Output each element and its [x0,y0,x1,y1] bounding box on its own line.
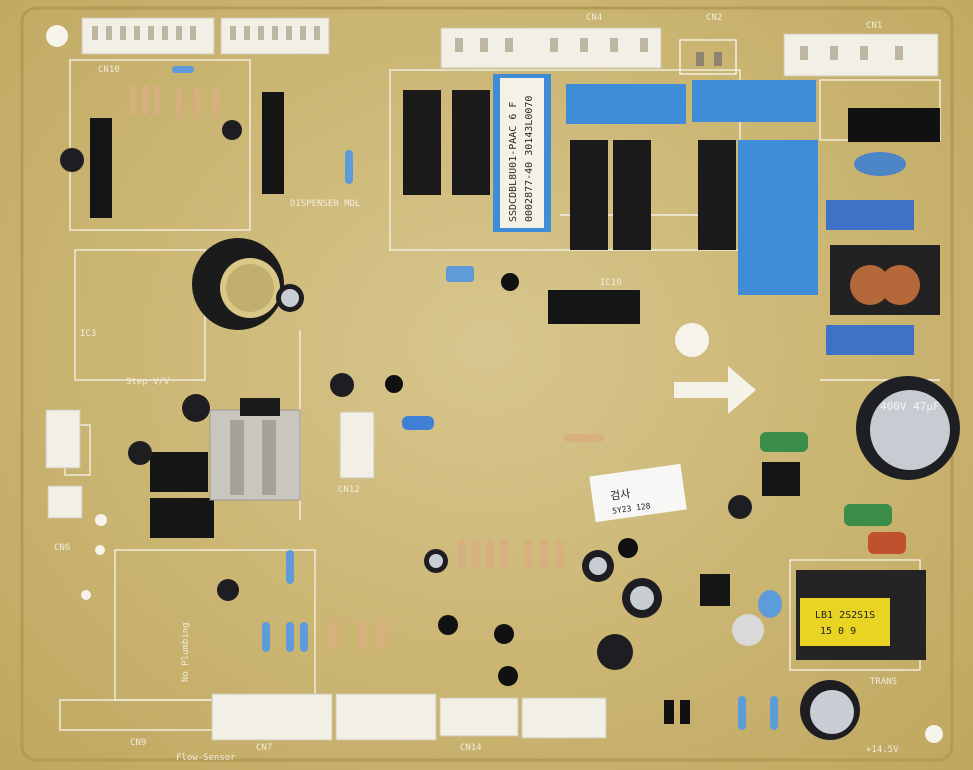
label-cn12: CN12 [338,485,360,495]
connector-cn8 [335,693,437,741]
connector-cn4 [440,27,662,69]
choke-coil [850,265,890,305]
label-cn14: CN14 [460,743,482,753]
relay-sticker-line2: 0002877-40 30143L0070 [524,96,535,222]
mounting-hole [925,725,943,743]
inspection-sticker: 검사 5Y23 128 [589,463,687,523]
transformer-label-1: LB1 2S2S1S [815,610,875,621]
mounting-hole [95,545,105,555]
transistors [385,273,690,724]
board-edge [20,6,954,762]
connector-cn12 [339,411,375,479]
mounting-hole [81,590,91,600]
relay-black-row [403,90,736,250]
heatsink [209,398,301,501]
regulator-left [262,92,284,194]
ic10-label: IC10 [600,278,622,288]
buzzer [192,238,284,330]
regulator-left [90,118,112,218]
ic-small [700,574,730,606]
label-flow-sensor: Flow-Sensor [176,753,236,763]
label-cn10: CN10 [98,65,120,75]
transformer: LB1 2S2S1S 15 0 9 [796,570,926,660]
fuse-holder [848,108,940,142]
relay-sticker: SSDCDBL8U01-PAAC 6 F 0002877-40 30143L00… [500,78,544,228]
bulk-capacitor: 400V 47μF [856,376,960,480]
choke-coil [880,265,920,305]
sticker-text-1: 검사 [609,487,631,503]
connector-top-2 [220,17,330,55]
label-cn2: CN2 [706,13,722,23]
ic10-chip: IC10 [548,278,640,324]
connector-cn10 [81,17,215,55]
connector-cn13 [521,697,607,739]
label-cn6: CN6 [54,543,70,553]
connector-cn7 [211,693,333,741]
label-ic3: IC3 [80,329,96,339]
relay-sticker-line1: SSDCDBL8U01-PAAC 6 F [508,102,519,222]
connector-cn2 [679,39,737,75]
mounting-hole [46,25,68,47]
capacitor-label: 400V 47μF [880,400,940,413]
label-step-vv: Step V/V [126,377,170,387]
direction-arrow [674,366,756,414]
label-dispenser: DISPENSER MDL [290,199,360,209]
label-trans: TRANS [870,677,897,687]
connector-cn1 [783,33,939,77]
label-cn4: CN4 [586,13,602,23]
label-no-plumbing: No Plumbing [181,622,191,682]
mounting-hole [95,514,107,526]
ic-small [762,462,800,496]
label-14v5: +14.5V [866,745,899,755]
resistors [130,66,906,730]
label-cn1: CN1 [866,21,882,31]
connector-cn6 [47,485,83,519]
label-cn7: CN7 [256,743,272,753]
connector-cn14 [439,697,519,737]
electrolytic-caps [60,120,860,740]
transformer-label-2: 15 0 9 [820,626,856,637]
label-cn9: CN9 [130,738,146,748]
mounting-hole [675,323,709,357]
power-transistor [150,452,208,492]
power-transistor [150,498,214,538]
connector-cn11 [45,409,81,469]
varistor [854,152,906,176]
